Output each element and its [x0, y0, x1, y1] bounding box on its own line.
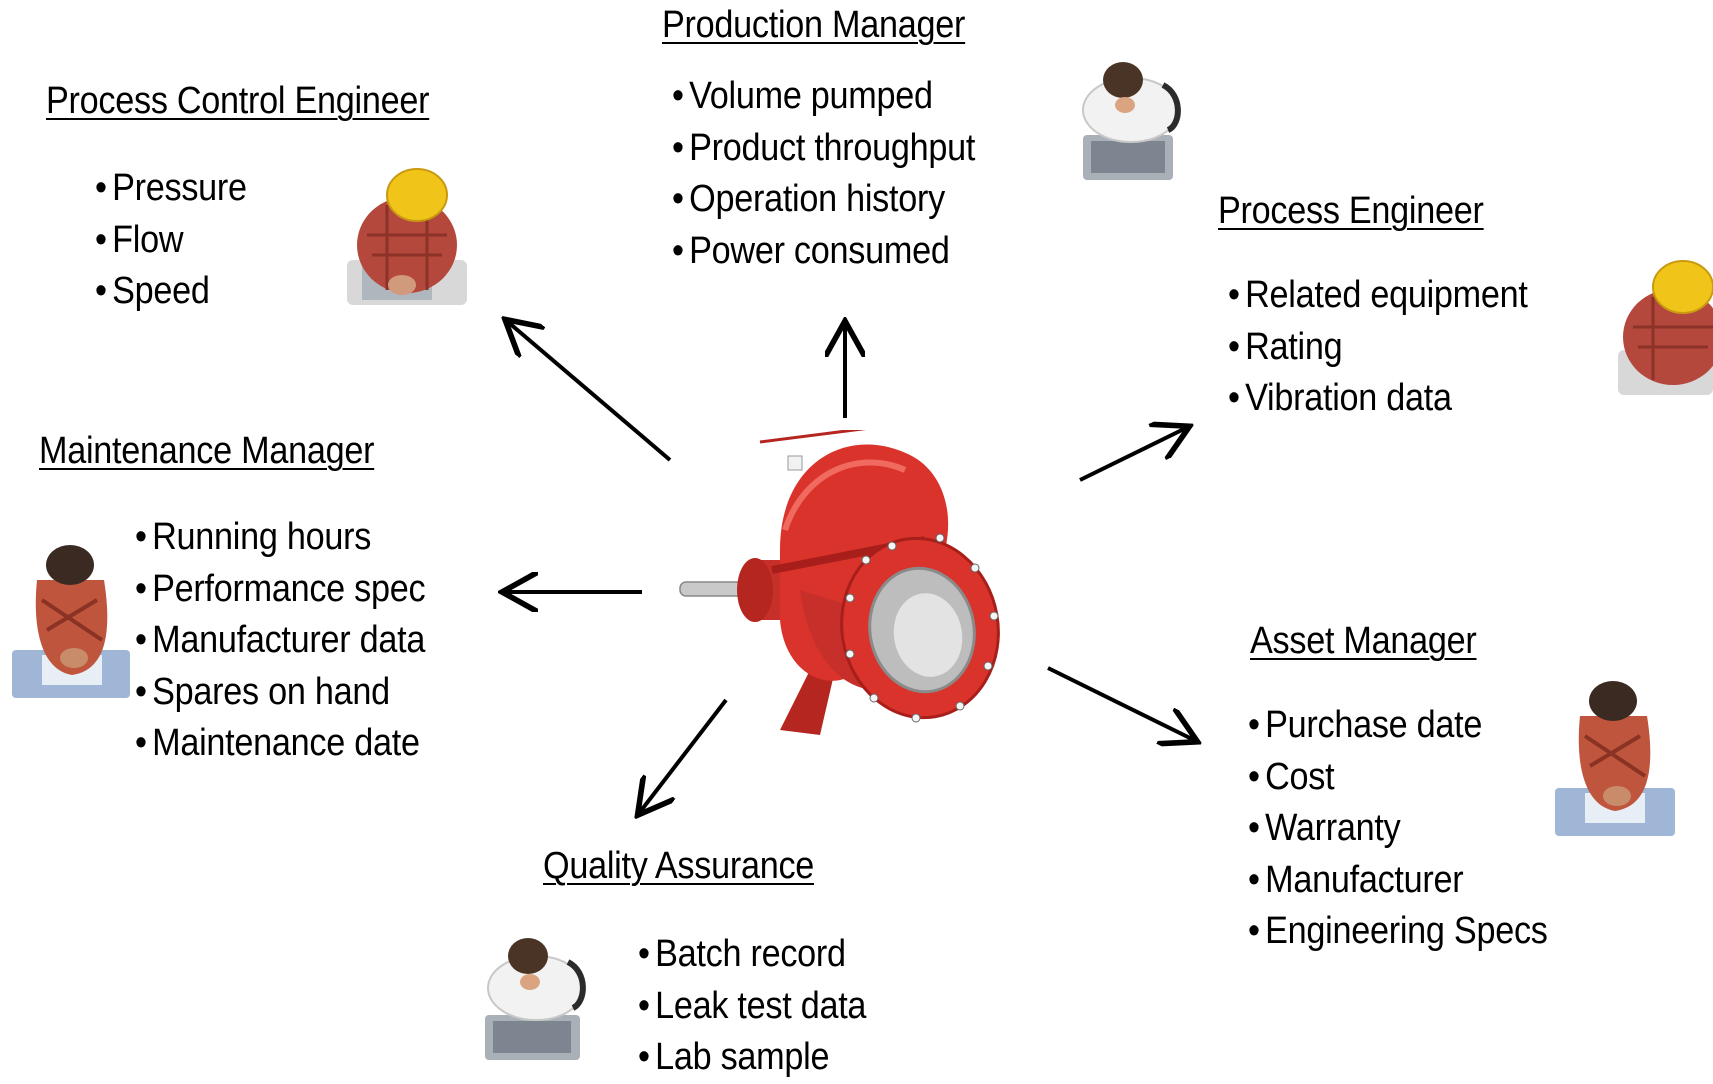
list-item: Related equipment	[1228, 270, 1528, 322]
quality-assurance-list: Batch record Leak test data Lab sample	[638, 929, 866, 1084]
list-item: Lab sample	[638, 1032, 866, 1084]
worker-hardhat-icon	[347, 168, 467, 305]
arrow-to-process-control-engineer	[508, 322, 672, 462]
list-item: Speed	[95, 266, 247, 318]
businessman-laptop-icon	[485, 938, 586, 1060]
role-title-process-engineer: Process Engineer	[1218, 190, 1484, 232]
list-item: Manufacturer	[1248, 855, 1548, 907]
maintenance-manager-list: Running hours Performance spec Manufactu…	[135, 512, 425, 770]
list-item: Running hours	[135, 512, 425, 564]
arrow-to-process-engineer	[1079, 428, 1186, 482]
process-engineer-list: Related equipment Rating Vibration data	[1228, 270, 1528, 425]
process-control-engineer-list: Pressure Flow Speed	[95, 163, 247, 318]
asset-manager-list: Purchase date Cost Warranty Manufacturer…	[1248, 700, 1548, 958]
list-item: Performance spec	[135, 564, 425, 616]
list-item: Operation history	[672, 174, 975, 226]
role-title-quality-assurance: Quality Assurance	[543, 845, 815, 887]
role-title-process-control-engineer: Process Control Engineer	[46, 80, 430, 122]
worker-hardhat-icon	[1618, 260, 1713, 395]
list-item: Volume pumped	[672, 71, 975, 123]
list-item: Purchase date	[1248, 700, 1548, 752]
role-title-asset-manager: Asset Manager	[1250, 620, 1477, 662]
list-item: Maintenance date	[135, 718, 425, 770]
arrow-to-asset-manager	[1047, 666, 1194, 740]
role-title-maintenance-manager: Maintenance Manager	[39, 430, 375, 472]
list-item: Leak test data	[638, 981, 866, 1033]
role-title-production-manager: Production Manager	[662, 4, 966, 46]
arrow-to-quality-assurance	[640, 698, 728, 812]
list-item: Spares on hand	[135, 667, 425, 719]
list-item: Product throughput	[672, 123, 975, 175]
list-item: Power consumed	[672, 226, 975, 278]
technician-laptop-icon	[1555, 681, 1675, 836]
list-item: Rating	[1228, 322, 1528, 374]
list-item: Batch record	[638, 929, 866, 981]
list-item: Pressure	[95, 163, 247, 215]
centrifugal-pump-icon	[679, 430, 1000, 735]
list-item: Cost	[1248, 752, 1548, 804]
technician-laptop-icon	[12, 545, 130, 698]
list-item: Manufacturer data	[135, 615, 425, 667]
production-manager-list: Volume pumped Product throughput Operati…	[672, 71, 975, 277]
list-item: Flow	[95, 215, 247, 267]
businessman-laptop-icon	[1082, 62, 1181, 180]
list-item: Warranty	[1248, 803, 1548, 855]
list-item: Vibration data	[1228, 373, 1528, 425]
list-item: Engineering Specs	[1248, 906, 1548, 958]
